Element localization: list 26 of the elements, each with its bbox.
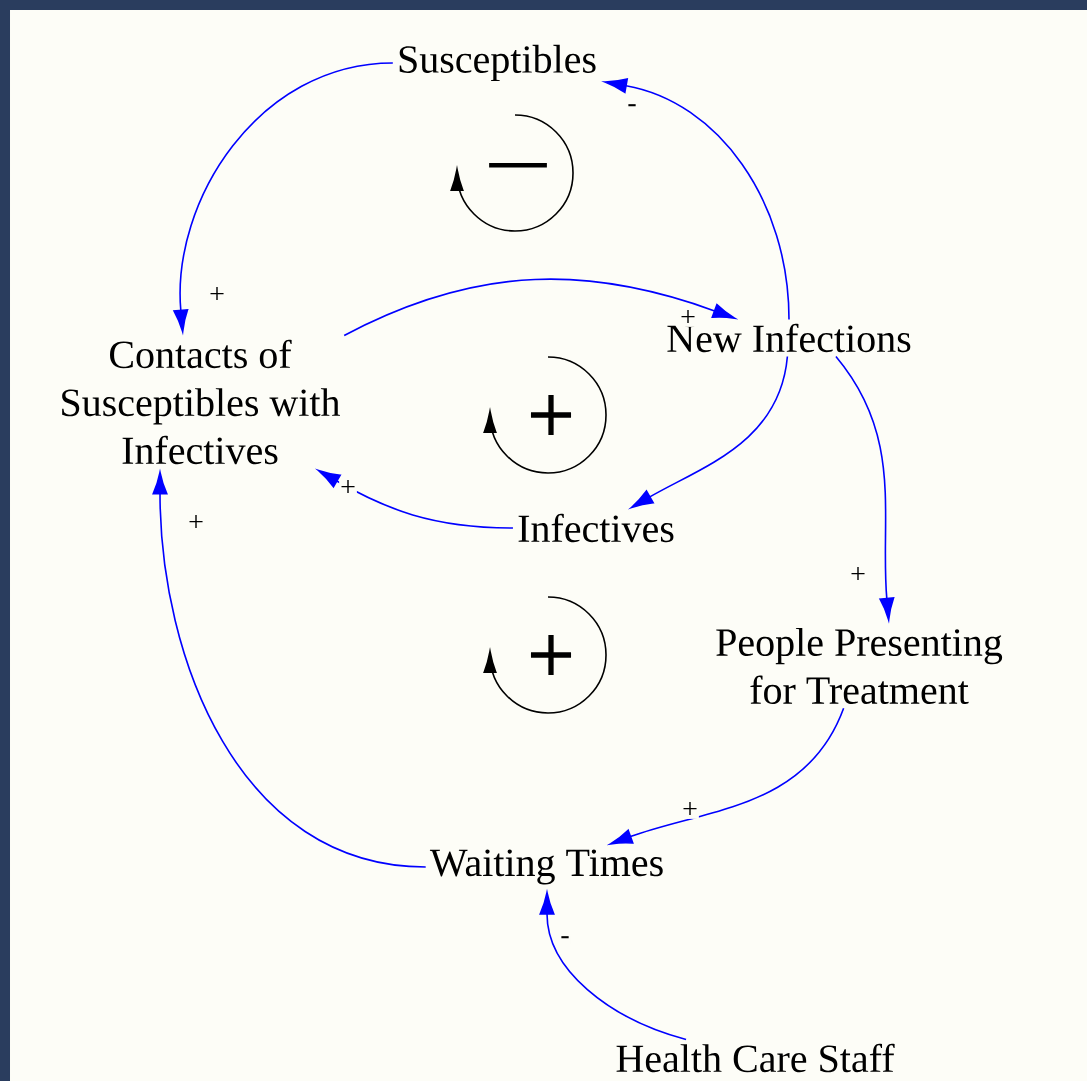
arrow (343, 278, 736, 337)
arrow (835, 355, 895, 621)
variable-label: Health Care Staff (616, 1043, 895, 1073)
loop-indicator: + (483, 356, 607, 474)
polarity-sign: - (626, 103, 638, 113)
arrow (152, 471, 427, 868)
arrow (317, 469, 514, 529)
loop-indicator: + (483, 596, 607, 714)
polarity-sign: + (208, 286, 226, 304)
polarity-sign: + (187, 514, 205, 532)
polarity-sign: + (679, 309, 697, 327)
variable-label: Infectives (518, 513, 674, 543)
polarity-sign: + (339, 479, 357, 497)
arrow (609, 707, 845, 845)
variable-label: Contacts of Susceptibles with Infectives (62, 339, 340, 465)
variable-label: Waiting Times (429, 849, 663, 885)
arrow (539, 891, 687, 1041)
loop-indicator: — (450, 114, 574, 232)
polarity-sign: + (681, 801, 699, 819)
arrow (173, 62, 394, 333)
arrow (630, 355, 789, 509)
variable-label: Susceptibles (399, 44, 596, 82)
polarity-sign: + (849, 566, 867, 584)
variable-label: People Presenting for Treatment (716, 627, 1003, 705)
polarity-sign: - (559, 935, 571, 945)
arrow (604, 78, 790, 321)
